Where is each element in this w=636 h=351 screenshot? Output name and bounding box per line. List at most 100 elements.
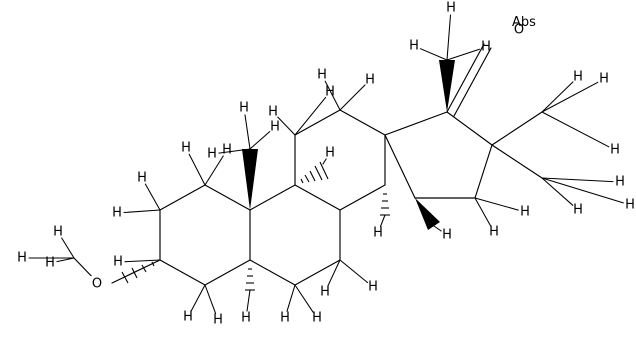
hydrogen-bond: [204, 155, 224, 186]
hydrogen-atom-label: H: [317, 68, 327, 83]
bond: [339, 109, 386, 136]
ring-bonds: [73, 43, 543, 286]
hydrogen-bond: [541, 111, 610, 148]
hydrogen-bond: [294, 96, 327, 136]
wedge-bond: [242, 149, 258, 210]
hydrogen-bond: [188, 153, 206, 186]
bond: [294, 109, 341, 136]
hydrogen-bond: [61, 237, 75, 259]
hash-bond: [309, 170, 316, 182]
hydrogen-bond: [322, 158, 327, 165]
hydrogen-atom-label: H: [312, 311, 322, 326]
hydrogen-bond: [204, 284, 217, 314]
hash-bond: [304, 174, 310, 183]
bond: [204, 259, 251, 286]
hydrogen-atom-label: H: [45, 256, 55, 271]
hydrogen-atom-label: H: [183, 310, 193, 325]
hydrogen-bond: [324, 80, 341, 111]
hydrogen-bond: [123, 209, 161, 214]
wedge-bond: [439, 60, 455, 112]
methoxy-oxygen-atom: O: [92, 277, 102, 292]
hydrogen-bond: [419, 48, 448, 61]
hydrogen-atom-label: H: [213, 313, 223, 328]
hydrogen-atom-label: H: [442, 228, 452, 243]
hydrogen-bond: [56, 257, 75, 263]
hydrogen-atom-label: H: [481, 40, 491, 55]
hydrogen-bond: [541, 177, 614, 183]
hydrogen-bond: [541, 81, 599, 113]
bond: [294, 184, 341, 211]
hydrogen-bonds: [28, 14, 624, 314]
hash-bond: [314, 165, 323, 181]
hydrogen-bond: [541, 81, 574, 113]
bond: [249, 184, 296, 211]
hydrogen-bond: [246, 289, 251, 312]
bond: [474, 144, 493, 199]
hydrogen-atom-label: H: [181, 141, 191, 156]
hydrogen-atom-label: H: [368, 280, 378, 295]
hydrogen-atom-label: H: [489, 225, 499, 240]
hydrogen-atom-label: H: [409, 39, 419, 54]
hydrogen-atom-label: H: [446, 1, 456, 16]
hydrogen-bond: [339, 84, 366, 111]
bond: [111, 259, 161, 284]
bond: [384, 111, 448, 136]
ketone-oxygen-atom: O: [514, 23, 524, 38]
hydrogen-bond: [474, 197, 492, 227]
hydrogen-atom-label: H: [222, 143, 232, 158]
hydrogen-bond: [379, 214, 386, 228]
hydrogen-bond: [541, 177, 574, 206]
hydrogen-bond: [446, 14, 452, 61]
bond: [159, 184, 206, 211]
hydrogen-atom-label: H: [241, 311, 251, 326]
abs-stereo-label: Abs: [512, 15, 536, 30]
hydrogen-atom-label: H: [625, 198, 635, 213]
hydrogen-atom-label: H: [207, 147, 217, 162]
bond: [384, 134, 416, 199]
hydrogen-bond: [474, 197, 519, 211]
bond: [294, 259, 341, 286]
hydrogen-atom-label: H: [112, 206, 122, 221]
hydrogen-atom-label: H: [573, 203, 583, 218]
hydrogen-atom-label: H: [320, 285, 330, 300]
wedge-bond: [415, 198, 440, 230]
hydrogen-bond: [218, 148, 251, 154]
hydrogen-bond: [327, 259, 341, 287]
hydrogen-atom-label: H: [373, 226, 383, 241]
hydrogen-atom-label: H: [615, 175, 625, 190]
hydrogen-atom-label: H: [137, 171, 147, 186]
hashed-bonds: [121, 161, 390, 291]
hash-bond: [300, 178, 304, 184]
bond: [159, 259, 206, 286]
bond: [491, 111, 543, 146]
hydrogen-atom-label: H: [365, 73, 375, 88]
hydrogen-atom-label: H: [53, 225, 63, 240]
bond: [491, 144, 543, 179]
hash-bond: [121, 271, 129, 284]
ketone-double-bond: [453, 47, 492, 117]
heteroatom-labels: O O Abs: [90, 14, 543, 292]
hydrogen-bond: [124, 259, 161, 263]
hydrogen-bond: [541, 177, 624, 204]
hydrogen-atom-label: H: [520, 205, 530, 220]
hydrogen-bond: [446, 48, 480, 61]
hydrogen-atom-label: H: [573, 70, 583, 85]
hydrogen-atom-label: H: [325, 146, 335, 161]
hydrogen-bond: [144, 183, 161, 211]
bond: [446, 111, 493, 146]
bond: [339, 184, 386, 211]
ketone-double-bond: [446, 43, 485, 113]
hash-bond: [151, 261, 155, 267]
hydrogen-atom-label: H: [268, 105, 278, 120]
hydrogen-atom-label: H: [599, 72, 609, 87]
hydrogen-bond: [277, 116, 296, 136]
hydrogen-bond: [339, 259, 369, 284]
hydrogen-atom-label: H: [280, 311, 290, 326]
hash-bond: [319, 161, 329, 180]
hash-bond: [141, 264, 147, 273]
hydrogen-bond: [286, 284, 296, 312]
angular-methyls: [242, 60, 455, 230]
